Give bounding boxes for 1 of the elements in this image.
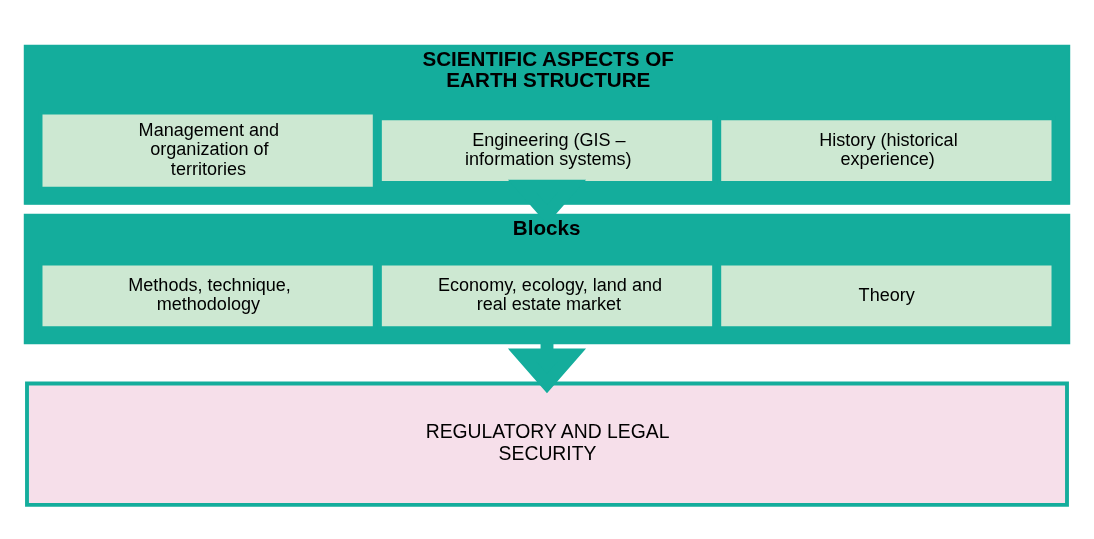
node-box: REGULATORY AND LEGAL SECURITY xyxy=(25,381,1069,507)
